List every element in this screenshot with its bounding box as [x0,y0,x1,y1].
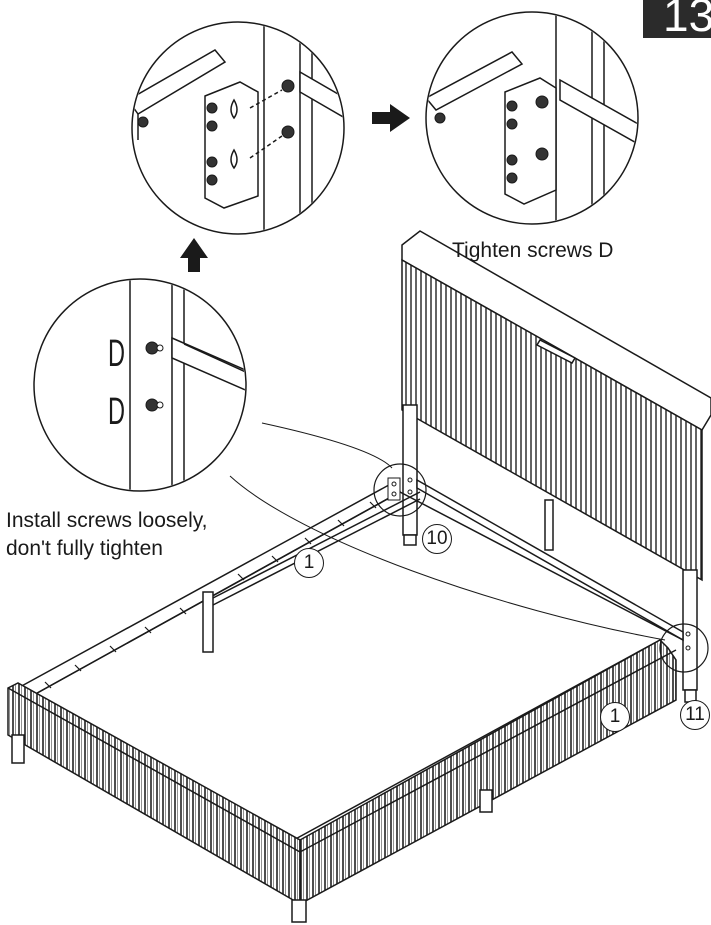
part-callout-leg-10: 10 [422,524,452,554]
part-callout-side-rail-left: 1 [294,548,324,578]
headboard [401,230,711,703]
screw-label-d-lower: D [108,391,126,433]
install-instruction-line1: Install screws loosely, [6,509,208,532]
screw-icon [145,341,164,412]
headboard-panel [401,258,703,582]
tighten-screws-label: Tighten screws D [452,239,614,262]
arrow-up-icon [180,238,208,272]
detail-leader-lines [229,422,666,641]
foot-rail [7,682,301,906]
step-number: 13 [663,0,711,38]
detail-circle-after [425,11,639,225]
step-number-badge: 13 [643,0,711,38]
detail-marker-right [659,623,709,673]
detail-circle-before [131,21,345,235]
arrow-right-icon [372,104,410,132]
screw-label-d-upper: D [108,333,126,375]
part-callout-leg-11: 11 [680,700,710,730]
bed-frame [7,478,684,923]
install-instruction-line2: don't fully tighten [6,537,163,560]
detail-marker-left [373,463,427,517]
part-callout-side-rail-right: 1 [600,702,630,732]
detail-circle-loose [33,278,247,492]
